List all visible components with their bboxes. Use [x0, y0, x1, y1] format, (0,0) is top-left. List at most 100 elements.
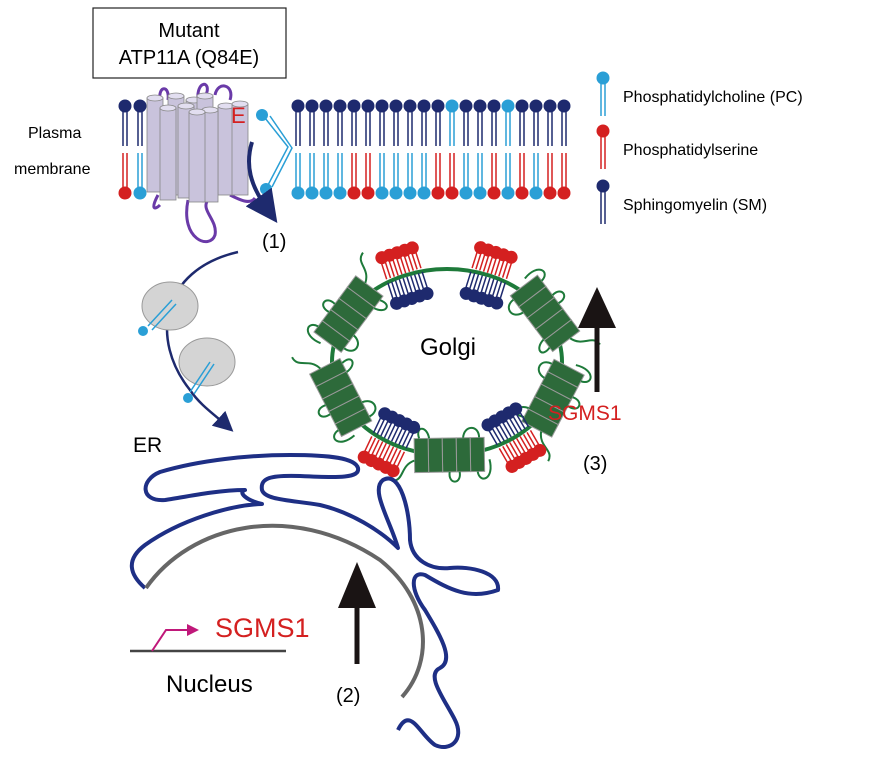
lipid: [405, 241, 422, 270]
golgi-lipid-cluster: [375, 241, 434, 310]
lipid: [445, 99, 459, 146]
flip-arrow: [245, 141, 278, 223]
protein-label-box: Mutant ATP11A (Q84E): [92, 7, 287, 79]
lipid: [515, 153, 529, 200]
transport-arrow: [165, 250, 239, 432]
lipid: [347, 153, 361, 200]
lipid: [133, 153, 147, 200]
lipid: [375, 153, 389, 200]
lipid: [389, 99, 403, 146]
lipid: [515, 99, 529, 146]
golgi-protein: [507, 268, 601, 354]
sgms1-increase-arrow-2: [338, 562, 376, 664]
lipid: [557, 153, 571, 200]
sgms1-gene-label: SGMS1: [215, 613, 310, 643]
vesicle-1: [138, 281, 199, 336]
lipid: [445, 153, 459, 200]
lipid: [347, 99, 361, 146]
lipid: [596, 124, 610, 169]
lipid: [319, 153, 333, 200]
lipid: [361, 153, 375, 200]
lipid: [417, 271, 434, 301]
flipping-pc-lipid: [256, 109, 293, 195]
lipid: [357, 436, 377, 464]
lipid: [543, 153, 557, 200]
lipid: [389, 153, 403, 200]
lipid: [467, 274, 484, 303]
lipid: [490, 281, 506, 310]
lipid: [473, 153, 487, 200]
mutation-letter: E: [231, 103, 246, 128]
lipid: [501, 153, 515, 200]
golgi-protein: [306, 252, 388, 353]
lipid: [401, 420, 421, 449]
golgi: [291, 241, 601, 483]
lipid: [417, 99, 431, 146]
golgi-lipid-cluster: [459, 241, 518, 310]
lipid: [403, 99, 417, 146]
lipid: [372, 407, 392, 435]
lipid: [319, 99, 333, 146]
lipid: [403, 153, 417, 200]
step-2-label: (2): [336, 685, 360, 707]
lipid: [473, 99, 487, 146]
lipid: [596, 71, 610, 116]
lipid: [133, 99, 147, 146]
lipid: [459, 153, 473, 200]
atp11a-protein: [146, 82, 257, 244]
lipid: [596, 179, 610, 224]
legend-item: Phosphatidylcholine (PC): [596, 71, 803, 116]
transmembrane-helix: [146, 94, 164, 193]
lipid: [557, 99, 571, 146]
lipid: [498, 446, 519, 473]
legend-label: Phosphatidylserine: [623, 142, 758, 159]
nucleus-label: Nucleus: [166, 671, 253, 698]
lipid: [501, 250, 518, 280]
transmembrane-helix: [188, 108, 206, 203]
plasma-membrane-label-1: Plasma: [28, 125, 81, 142]
protein-label-line1: Mutant: [158, 20, 220, 42]
legend: Phosphatidylcholine (PC) Phosphatidylseri…: [596, 71, 803, 224]
lipid: [118, 153, 132, 200]
plasma-membrane-label-2: membrane: [14, 161, 91, 178]
legend-item: Sphingomyelin (SM): [596, 179, 767, 224]
lipid: [305, 153, 319, 200]
lipid: [375, 99, 389, 146]
legend-label: Sphingomyelin (SM): [623, 197, 767, 214]
golgi-protein: [515, 358, 592, 462]
lipid: [501, 99, 515, 146]
lipid: [333, 99, 347, 146]
legend-item: Phosphatidylserine: [596, 124, 758, 169]
lipid: [487, 99, 501, 146]
lipid: [333, 153, 347, 200]
protein-label-line2: ATP11A (Q84E): [119, 47, 259, 69]
lipid: [417, 153, 431, 200]
nuclear-envelope: [144, 523, 425, 699]
golgi-protein: [391, 426, 492, 483]
transmembrane-helix: [217, 102, 235, 196]
legend-label: Phosphatidylcholine (PC): [623, 89, 803, 106]
transmembrane-helix: [231, 100, 249, 196]
promoter-arrow-icon: [151, 624, 199, 652]
golgi-lipid-cluster: [357, 407, 421, 478]
lipid: [543, 99, 557, 146]
sgms1-golgi-label: SGMS1: [548, 402, 622, 425]
lipid: [291, 153, 305, 200]
step-1-label: (1): [262, 231, 286, 253]
golgi-protein: [291, 356, 377, 443]
sgms1-increase-arrow-3: [578, 287, 616, 392]
lipid: [529, 99, 543, 146]
step-3-label: (3): [583, 453, 607, 475]
lipid: [487, 153, 501, 200]
lipid: [481, 418, 502, 446]
lipid: [291, 99, 305, 146]
lipid: [529, 153, 543, 200]
lipid: [459, 99, 473, 146]
lipid: [305, 99, 319, 146]
lipid: [431, 153, 445, 200]
transmembrane-helix: [159, 104, 177, 201]
golgi-label: Golgi: [420, 334, 476, 361]
plasma-membrane-bilayer: [118, 99, 571, 200]
er-label: ER: [133, 434, 162, 457]
